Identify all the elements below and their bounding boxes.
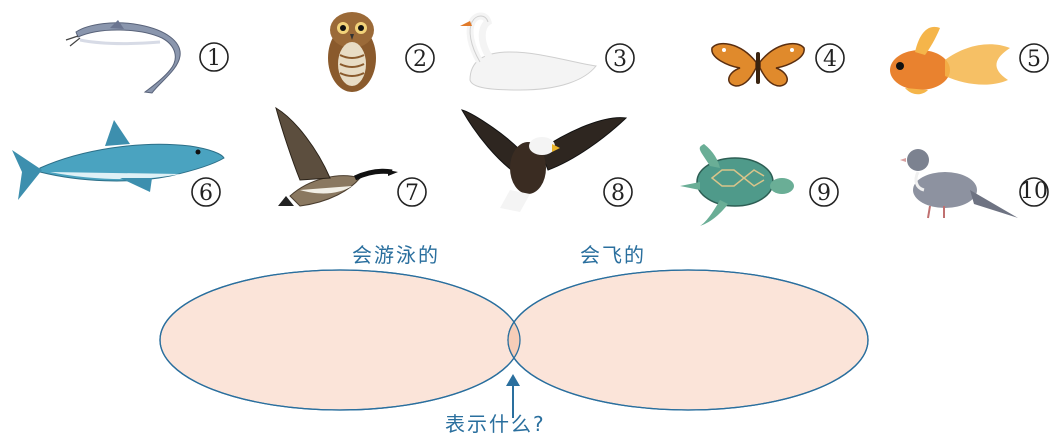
number-label: 10 [1020,179,1048,204]
swimming-set-label: 会游泳的 [352,243,440,267]
flying-set-label: 会飞的 [580,243,646,267]
pigeon-picture [900,149,1018,219]
shark-picture [12,120,225,200]
swan-picture [460,12,597,91]
owl-picture [328,12,376,92]
number-marker-9: 9 [809,177,839,207]
number-label: 5 [1027,47,1041,72]
number-marker-4: 4 [815,43,845,73]
number-label: 4 [823,47,837,72]
number-marker-7: 7 [397,177,427,207]
goose-picture [275,106,398,207]
number-marker-10: 10 [1019,177,1049,207]
sea-turtle-picture [680,144,794,226]
question-label: 表示什么? [445,412,546,436]
number-label: 2 [413,47,427,72]
number-label: 3 [613,47,627,72]
number-marker-8: 8 [603,177,633,207]
eagle-picture [460,109,628,212]
number-label: 1 [207,46,221,71]
venn-diagram: 会游泳的 会飞的 表示什么? [159,243,869,436]
swimming-set-ellipse [159,269,521,411]
number-marker-6: 6 [191,177,221,207]
number-label: 9 [817,181,831,206]
catfish-picture [65,20,181,94]
number-label: 8 [611,181,625,206]
number-label: 6 [199,181,213,206]
number-marker-1: 1 [199,42,229,72]
number-marker-2: 2 [405,43,435,73]
butterfly-picture [711,42,805,87]
number-label: 7 [405,181,419,206]
up-arrow-icon [506,374,520,418]
number-marker-5: 5 [1019,43,1049,73]
goldfish-picture [890,26,1010,95]
number-marker-3: 3 [605,43,635,73]
flying-set-ellipse [507,269,869,411]
